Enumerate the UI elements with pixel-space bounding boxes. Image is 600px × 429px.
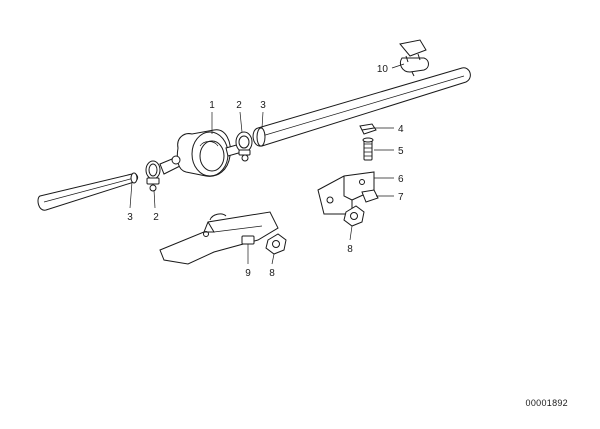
- callout-2-top: 2: [236, 100, 242, 111]
- callout-9: 9: [245, 268, 251, 279]
- nut-part-4: [359, 123, 377, 135]
- leader-lines: [129, 63, 405, 265]
- nut-part-8-upper: [343, 205, 365, 227]
- hose-clamp-left: [145, 160, 161, 192]
- bolt-part-5: [362, 137, 374, 161]
- clip-part-7: [361, 189, 379, 203]
- pipe-left-segment: [37, 172, 139, 211]
- pipe-clip: [399, 39, 429, 77]
- callout-3-bottom: 3: [127, 212, 133, 223]
- support-plate: [159, 211, 279, 265]
- callout-4: 4: [398, 124, 404, 135]
- callout-3-top: 3: [260, 100, 266, 111]
- damper-unit: [171, 129, 243, 177]
- callout-8-right: 8: [347, 244, 353, 255]
- hose-clamp-center: [235, 131, 253, 162]
- pipe-right-segment: [252, 67, 471, 147]
- document-number: 00001892: [526, 398, 568, 408]
- callout-5: 5: [398, 146, 404, 157]
- callout-10: 10: [377, 64, 389, 75]
- callout-1: 1: [209, 100, 215, 111]
- callout-6: 6: [398, 174, 404, 185]
- callout-8-bottom: 8: [269, 268, 275, 279]
- nut-part-8-lower: [265, 233, 287, 255]
- callout-labels: 1 2 3 4 5 6 7 8 10 3 2 9 8: [127, 64, 404, 279]
- callout-7: 7: [398, 192, 404, 203]
- callout-2-bottom: 2: [153, 212, 159, 223]
